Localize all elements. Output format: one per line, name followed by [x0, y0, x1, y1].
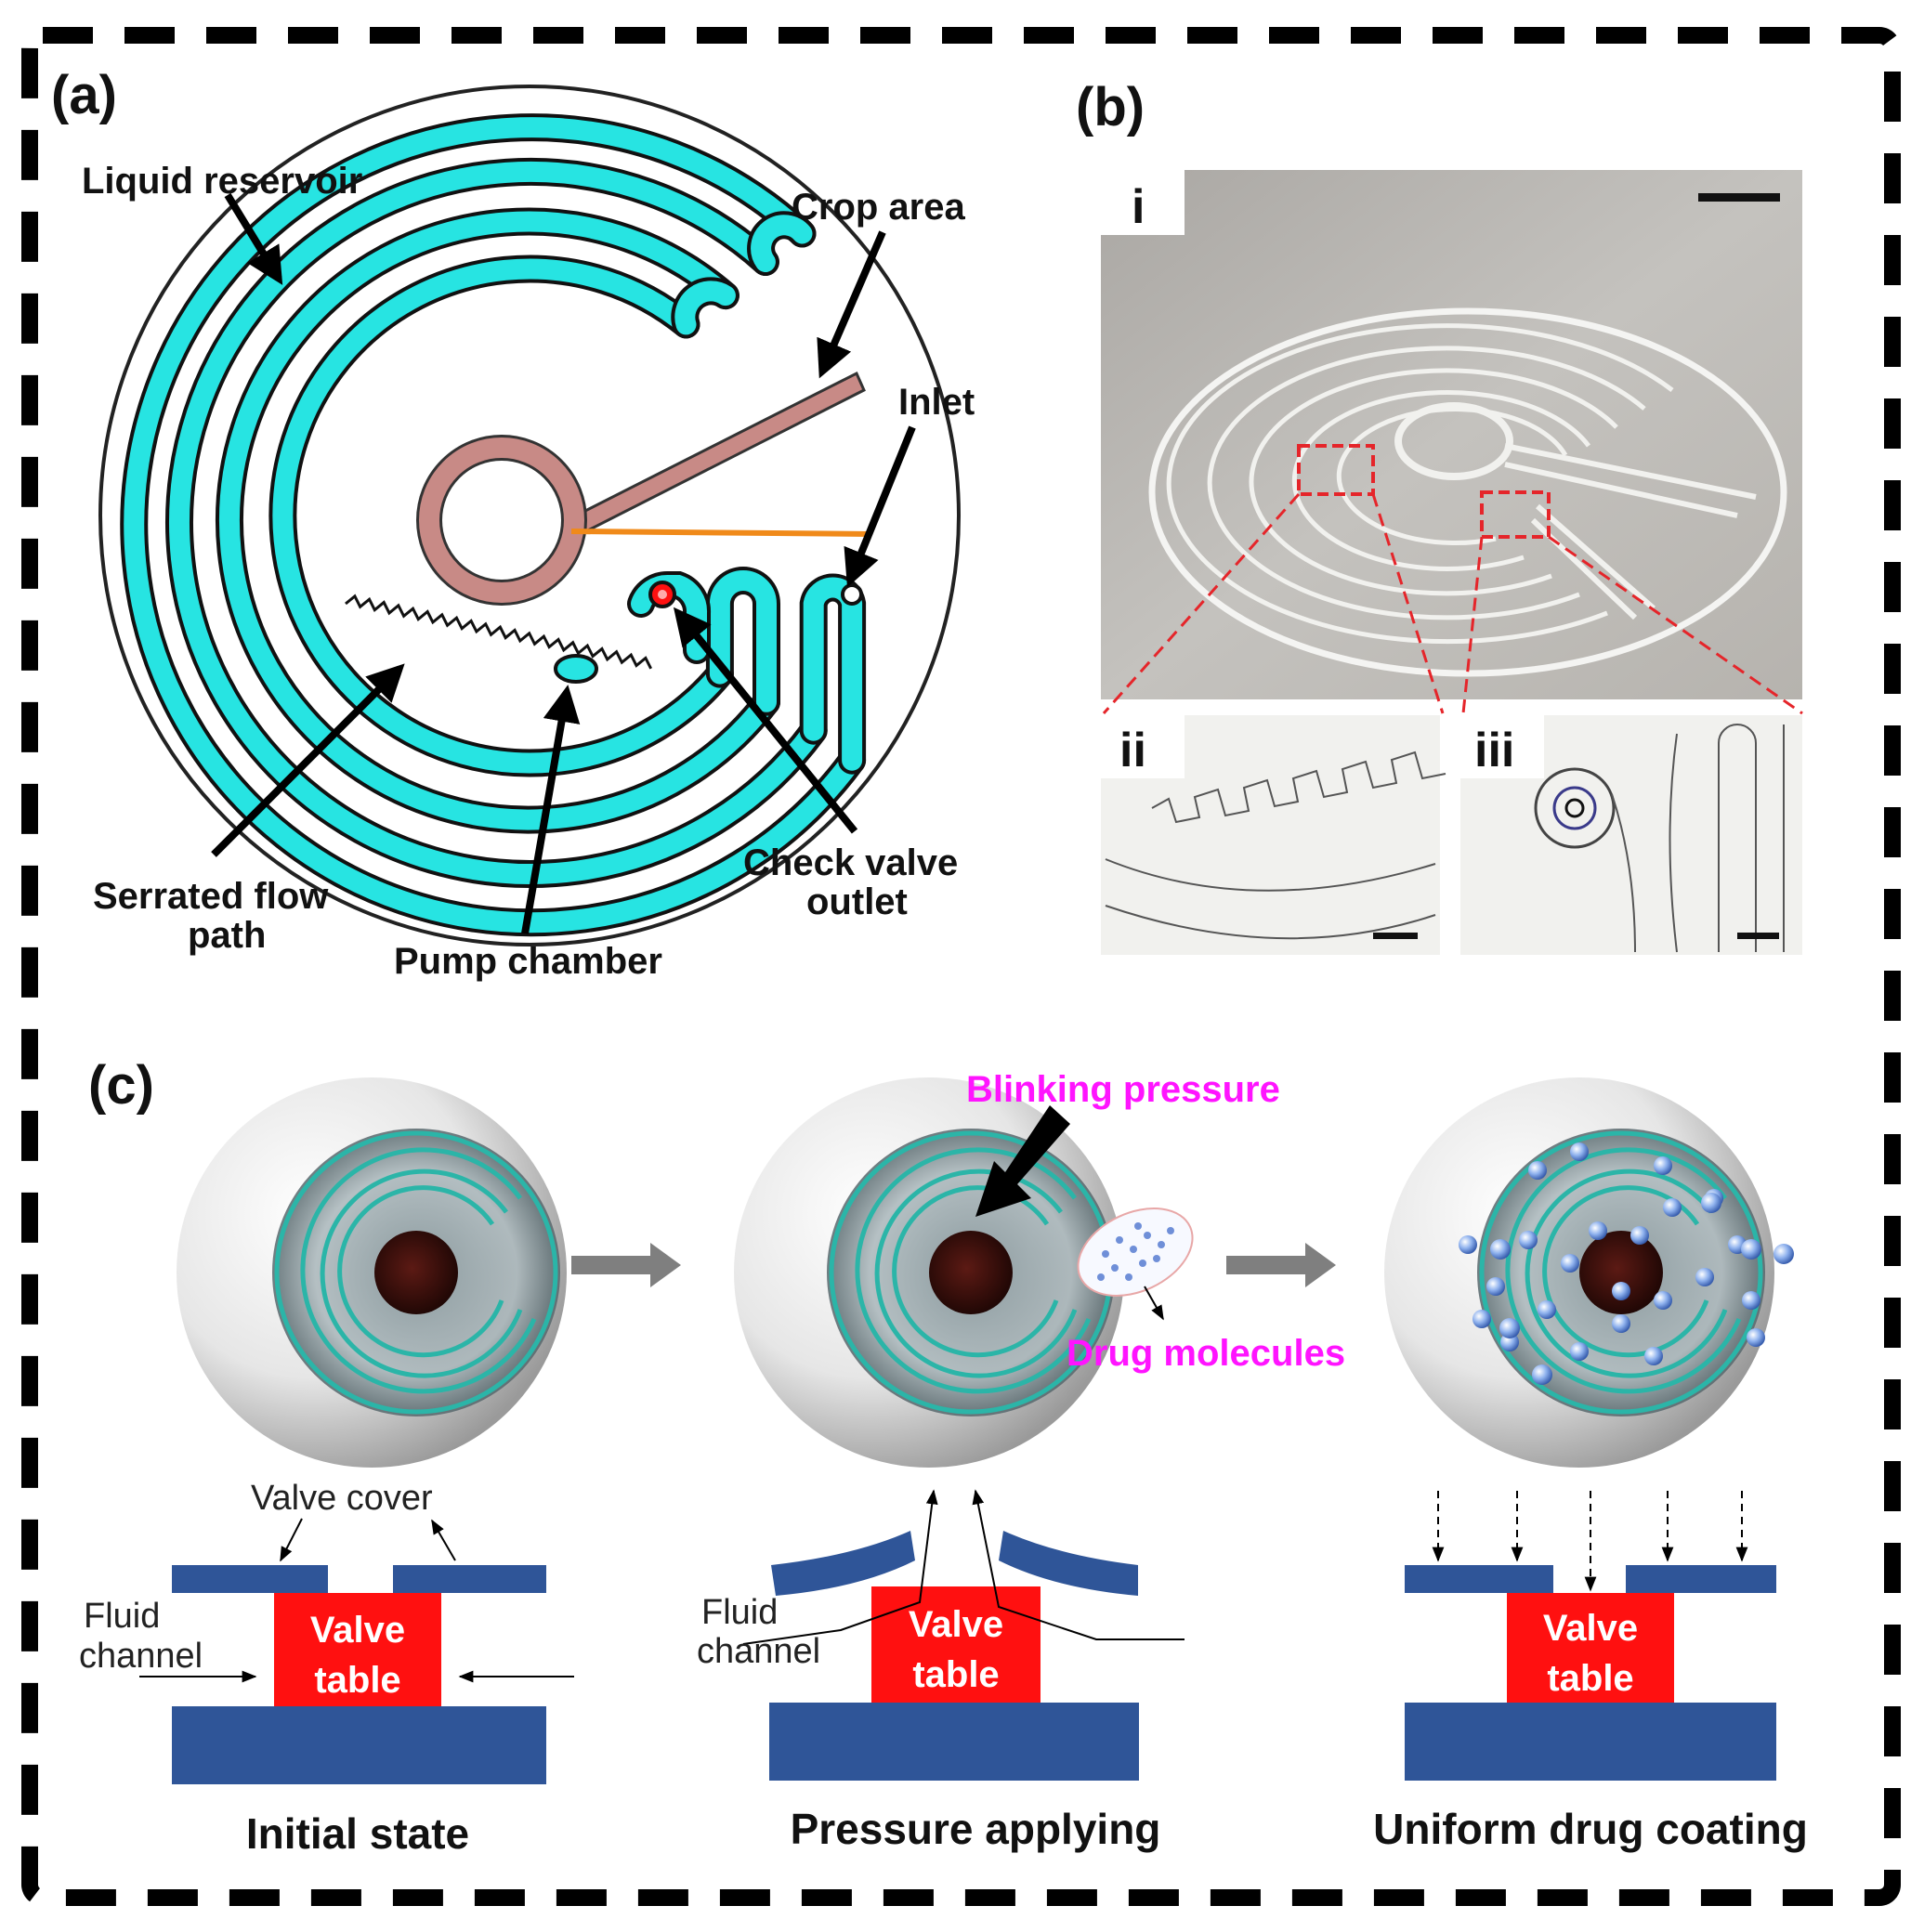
photo-i: i — [1101, 170, 1802, 699]
callout-crop-area: Crop area — [792, 187, 965, 228]
schematic-pressure: Valve table Fluid channel Pressure apply… — [697, 1489, 1185, 1853]
blinking-pressure-label: Blinking pressure — [966, 1069, 1280, 1110]
schematic-initial-fluid: Fluid — [84, 1597, 160, 1636]
schematic-uniform-valve: Valve — [1543, 1608, 1638, 1649]
eye-initial — [177, 1077, 567, 1468]
panel-a-label: (a) — [51, 65, 117, 125]
scale-bar-i — [1698, 193, 1780, 202]
callout-check-valve-1: Check valve — [743, 842, 958, 883]
serrated-flow-path — [345, 594, 652, 670]
callout-serrated-flow-path-1: Serrated flow — [93, 876, 329, 917]
sublabel-ii: ii — [1119, 724, 1146, 777]
eye-coated — [1384, 1077, 1794, 1468]
panel-b: (b) i — [1076, 77, 1803, 955]
schematic-initial-table: table — [314, 1660, 400, 1701]
callout-check-valve-2: outlet — [806, 881, 908, 922]
inlet-port — [841, 583, 863, 606]
panel-c-label: (c) — [88, 1055, 154, 1116]
callout-liquid-reservoir: Liquid reservoir — [82, 161, 362, 202]
callout-pump-chamber: Pump chamber — [394, 941, 662, 982]
schematic-pressure-channel: channel — [697, 1632, 820, 1671]
caption-initial: Initial state — [246, 1809, 469, 1858]
schematic-pressure-valve: Valve — [909, 1604, 1003, 1645]
zoom-box-ii — [1297, 444, 1375, 496]
crop-area — [416, 371, 872, 606]
photo-iii: iii — [1460, 715, 1802, 955]
schematic-initial-channel: channel — [79, 1637, 203, 1676]
blinking-pressure-arrow — [975, 1105, 1070, 1217]
eye-pressure — [734, 1077, 1124, 1468]
figure-frame — [21, 27, 1901, 1906]
zoom-box-iii — [1480, 490, 1551, 539]
spiral-channels — [120, 113, 867, 937]
panel-c: (c) — [79, 1055, 1808, 1858]
drug-molecules-label: Drug molecules — [1067, 1333, 1345, 1374]
sublabel-iii: iii — [1474, 724, 1514, 777]
pump-chamber-shape — [554, 654, 598, 684]
photo-ii: ii — [1101, 715, 1446, 955]
callout-inlet: Inlet — [898, 382, 975, 423]
process-arrow-2 — [1226, 1243, 1336, 1287]
scale-bar-ii — [1373, 933, 1418, 939]
panel-b-label: (b) — [1076, 77, 1145, 137]
panel-a: (a) — [51, 65, 975, 982]
schematic-uniform-table: table — [1547, 1658, 1633, 1699]
schematic-initial: Valve table Valve cover Fluid channel In… — [79, 1479, 574, 1858]
caption-uniform: Uniform drug coating — [1373, 1805, 1808, 1853]
schematic-pressure-fluid: Fluid — [701, 1593, 778, 1632]
schematic-initial-valve-cover: Valve cover — [251, 1479, 433, 1518]
caption-pressure: Pressure applying — [791, 1805, 1161, 1853]
schematic-initial-valve: Valve — [310, 1610, 405, 1651]
callout-serrated-flow-path-2: path — [188, 915, 266, 956]
sublabel-i: i — [1132, 180, 1145, 234]
schematic-uniform: Valve table Uniform drug coating — [1373, 1491, 1808, 1853]
scale-bar-iii — [1737, 933, 1779, 939]
schematic-pressure-table: table — [912, 1654, 999, 1695]
